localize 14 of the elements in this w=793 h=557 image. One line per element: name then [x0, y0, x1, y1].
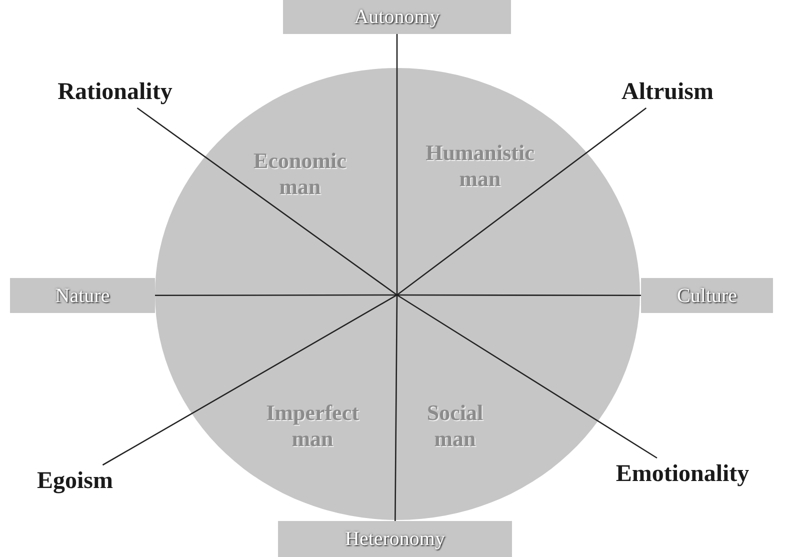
- axis-label: Altruism: [600, 76, 735, 108]
- axis-label: Rationality: [35, 76, 195, 108]
- label-band: Culture: [641, 278, 773, 313]
- axis-label: Emotionality: [585, 458, 780, 490]
- label-band: Autonomy: [283, 0, 511, 34]
- quadrant-label: Social man: [410, 400, 500, 452]
- quadrant-label: Imperfect man: [255, 400, 370, 452]
- label-band: Nature: [10, 278, 155, 313]
- quadrant-label: Humanistic man: [415, 140, 545, 192]
- axis-line: [394, 34, 398, 521]
- quadrant-label: Economic man: [245, 148, 355, 200]
- axis-label: Egoism: [20, 465, 130, 497]
- label-band: Heteronomy: [278, 521, 512, 557]
- axis-line: [155, 294, 641, 296]
